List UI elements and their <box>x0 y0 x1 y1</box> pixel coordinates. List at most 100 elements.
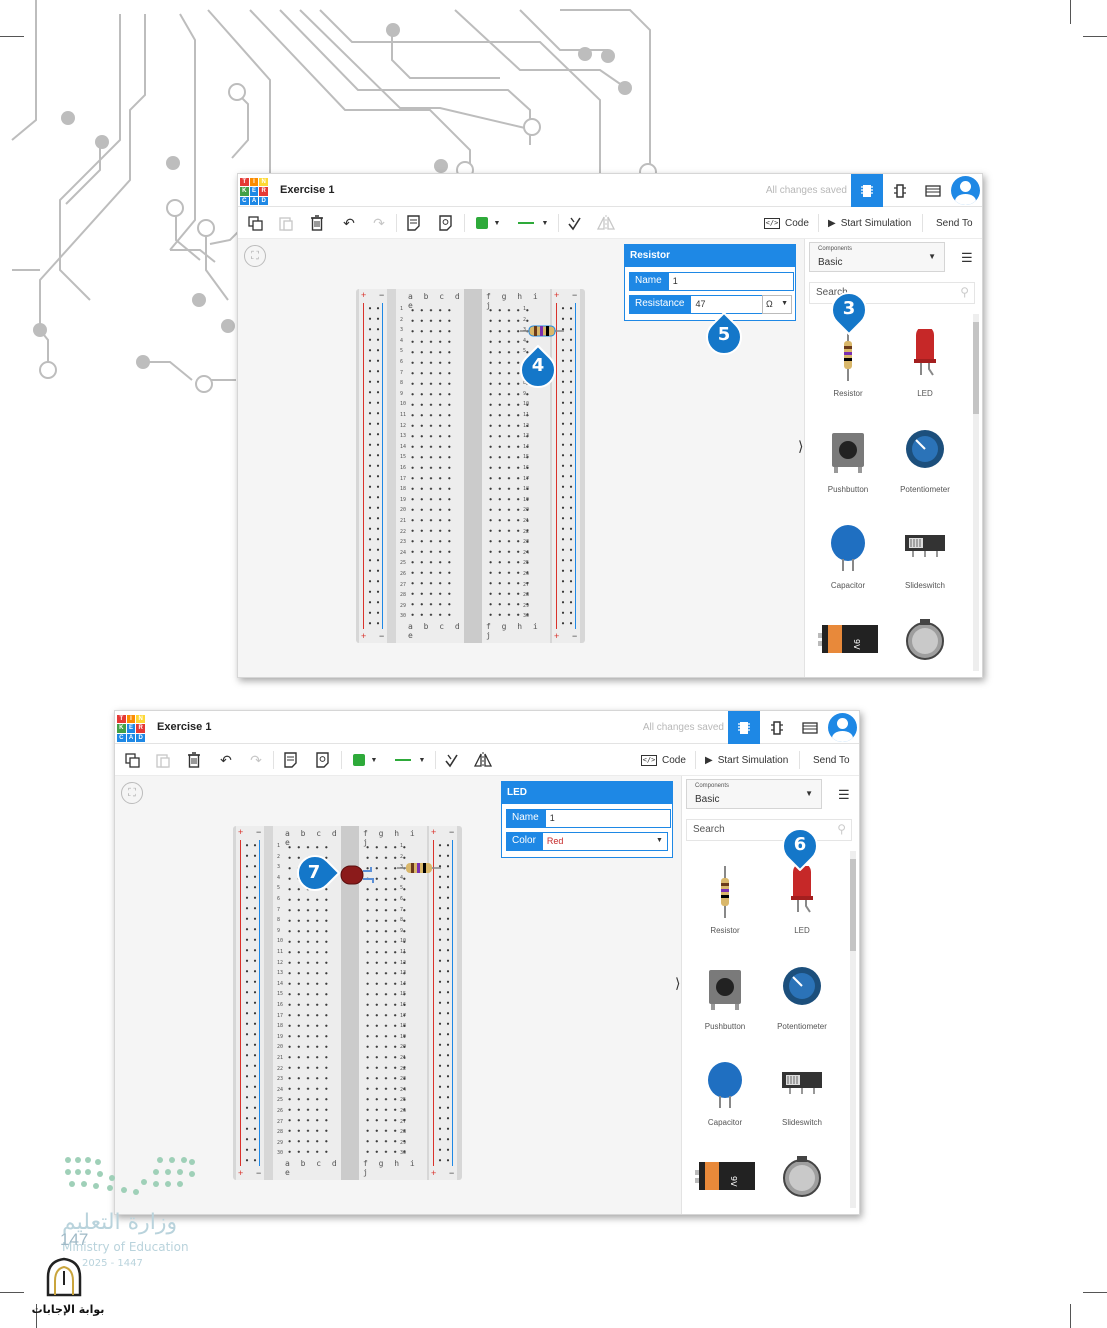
component-slideswitch[interactable]: Slideswitch <box>887 513 963 599</box>
delete-icon[interactable] <box>308 213 326 233</box>
project-name[interactable]: Exercise 1 <box>280 184 335 196</box>
component-led[interactable]: LED <box>764 858 840 944</box>
row-number: 21 <box>400 518 407 524</box>
redo-icon[interactable]: ↷ <box>250 751 262 768</box>
rail-holes <box>366 303 382 629</box>
send-to-button[interactable]: Send To <box>813 750 850 770</box>
code-button[interactable]: </>Code <box>764 213 809 233</box>
resistance-field[interactable]: 47 <box>690 295 765 314</box>
component-led[interactable]: LED <box>887 321 963 407</box>
flip-icon[interactable] <box>473 750 493 770</box>
schematic-view-icon[interactable] <box>761 711 793 744</box>
watermark-text: بوابة الإجابات <box>32 1303 105 1316</box>
component-list-icon[interactable] <box>917 174 949 207</box>
collapse-panel-icon[interactable]: ⟩ <box>798 438 804 454</box>
circuit-view-icon[interactable] <box>728 711 760 744</box>
send-to-button[interactable]: Send To <box>936 213 973 233</box>
color-swatch-icon[interactable]: ▼ <box>472 213 504 233</box>
user-avatar-icon[interactable] <box>951 176 980 205</box>
row-number: 4 <box>523 337 527 344</box>
code-button[interactable]: </>Code <box>641 750 686 770</box>
component-coin-battery[interactable] <box>764 1142 840 1214</box>
collapse-panel-icon[interactable]: ⟩ <box>675 975 681 991</box>
flip-icon[interactable] <box>596 213 616 233</box>
scrollbar[interactable] <box>973 314 979 671</box>
workplane-canvas[interactable]: ⛶ + − + − a b c d e a b c d e f g h i j … <box>115 776 681 1214</box>
rotate-icon[interactable] <box>442 750 460 770</box>
workplane-canvas[interactable]: ⛶ + − + − a b c d e a b c d e f g h i j … <box>238 239 804 677</box>
rotate-icon[interactable] <box>565 213 583 233</box>
component-potentiometer[interactable]: Potentiometer <box>887 417 963 503</box>
row-number: 16 <box>523 465 530 471</box>
resistance-unit-select[interactable]: Ω▼ <box>762 295 792 314</box>
component-capacitor[interactable]: Capacitor <box>687 1050 763 1136</box>
toolbar-divider <box>341 751 342 769</box>
fit-view-icon[interactable]: ⛶ <box>121 782 143 804</box>
undo-icon[interactable]: ↶ <box>343 214 355 231</box>
fit-view-icon[interactable]: ⛶ <box>244 245 266 267</box>
notes-visibility-icon[interactable] <box>436 213 454 233</box>
component-battery-9v[interactable]: 9V <box>810 605 886 677</box>
color-select[interactable]: Red ▼ <box>541 832 668 851</box>
name-field[interactable]: 1 <box>667 272 794 291</box>
undo-icon[interactable]: ↶ <box>220 751 232 768</box>
component-battery-9v[interactable]: 9V <box>687 1142 763 1214</box>
start-simulation-button[interactable]: ▶Start Simulation <box>705 750 788 770</box>
components-dropdown[interactable]: Components Basic ▼ <box>809 242 945 272</box>
paste-icon[interactable] <box>153 750 171 770</box>
list-view-icon[interactable]: ☰ <box>838 787 850 802</box>
notes-visibility-icon[interactable] <box>313 750 331 770</box>
component-coin-battery[interactable] <box>887 605 963 677</box>
notes-icon[interactable] <box>281 750 299 770</box>
wire-type-icon[interactable]: ▼ <box>514 213 552 233</box>
component-resistor[interactable]: Resistor <box>687 858 763 944</box>
components-dropdown[interactable]: Components Basic ▼ <box>686 779 822 809</box>
row-number: 5 <box>400 348 404 355</box>
chevron-down-icon: ▼ <box>928 252 936 261</box>
breadboard[interactable]: + − + − a b c d e a b c d e f g h i j f … <box>356 289 585 643</box>
copy-icon[interactable] <box>246 213 264 233</box>
row-number: 14 <box>400 443 407 450</box>
component-pushbutton[interactable]: Pushbutton <box>687 954 763 1040</box>
dropdown-caption: Components <box>818 246 853 252</box>
notes-icon[interactable] <box>404 213 422 233</box>
component-label: Resistor <box>710 926 740 935</box>
component-slideswitch[interactable]: Slideswitch <box>764 1050 840 1136</box>
search-placeholder: Search <box>816 287 848 298</box>
row-number: 18 <box>277 1023 284 1030</box>
code-icon: </> <box>764 217 780 229</box>
placed-resistor[interactable] <box>520 324 564 338</box>
redo-icon[interactable]: ↷ <box>373 214 385 231</box>
component-pushbutton[interactable]: Pushbutton <box>810 417 886 503</box>
project-name[interactable]: Exercise 1 <box>157 721 212 733</box>
row-number: 24 <box>400 1086 407 1093</box>
scrollbar[interactable] <box>850 851 856 1208</box>
user-avatar-icon[interactable] <box>828 713 857 742</box>
placed-resistor[interactable] <box>397 861 441 875</box>
component-potentiometer[interactable]: Potentiometer <box>764 954 840 1040</box>
row-number: 18 <box>523 486 530 493</box>
schematic-view-icon[interactable] <box>884 174 916 207</box>
list-view-icon[interactable]: ☰ <box>961 250 973 265</box>
wire-type-icon[interactable]: ▼ <box>391 750 429 770</box>
row-number: 13 <box>400 433 407 440</box>
toolbar-divider <box>818 214 819 232</box>
paste-icon[interactable] <box>276 213 294 233</box>
tinkercad-logo[interactable]: T I N K E R C A D <box>117 715 145 742</box>
component-capacitor[interactable]: Capacitor <box>810 513 886 599</box>
start-simulation-button[interactable]: ▶Start Simulation <box>828 213 911 233</box>
circuit-view-icon[interactable] <box>851 174 883 207</box>
search-input[interactable]: Search ⚲ <box>686 819 852 841</box>
placed-led[interactable] <box>339 864 377 886</box>
component-list-icon[interactable] <box>794 711 826 744</box>
delete-icon[interactable] <box>185 750 203 770</box>
tinkercad-logo[interactable]: T I N K E R C A D <box>240 178 268 205</box>
component-resistor[interactable]: Resistor <box>810 321 886 407</box>
rail-minus-label: − <box>449 827 455 837</box>
breadboard[interactable]: + − + − a b c d e a b c d e f g h i j f … <box>233 826 462 1180</box>
copy-icon[interactable] <box>123 750 141 770</box>
row-number: 5 <box>523 348 527 355</box>
power-rail-right: + − + − <box>552 289 580 643</box>
name-field[interactable]: 1 <box>544 809 671 828</box>
color-swatch-icon[interactable]: ▼ <box>349 750 381 770</box>
